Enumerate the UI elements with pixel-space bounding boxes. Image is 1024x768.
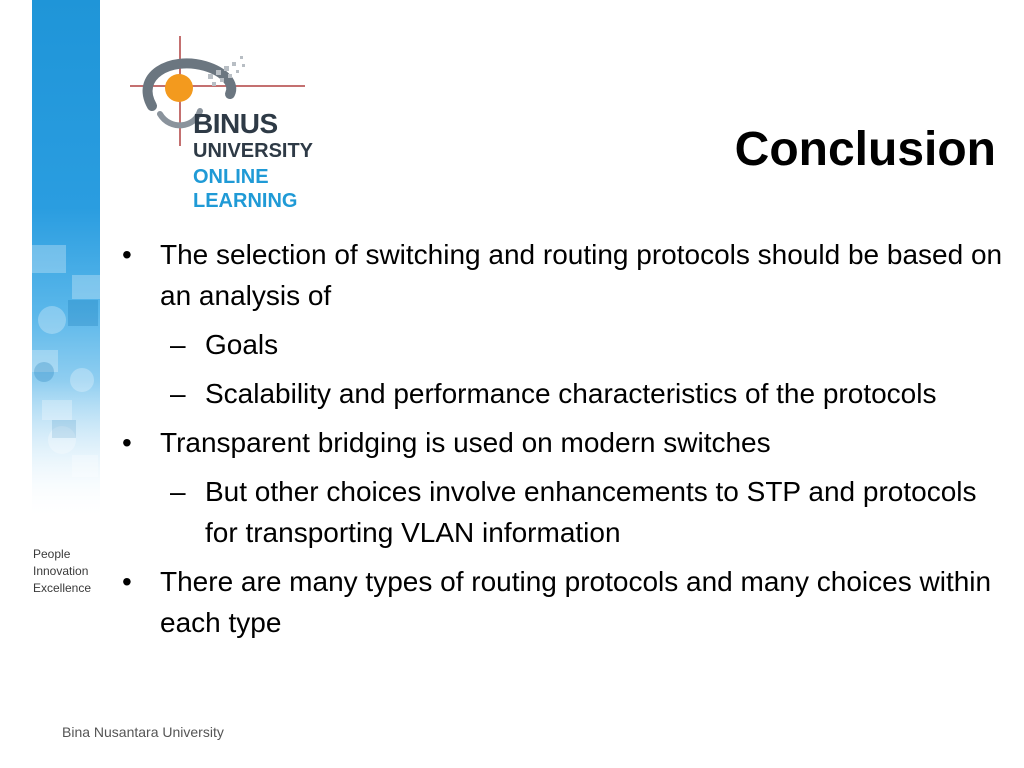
sub-bullet-marker: – [170, 476, 186, 507]
sidebar-fade [32, 380, 100, 520]
bullet-marker: • [122, 566, 132, 597]
sub-bullet-marker: – [170, 329, 186, 360]
logo-binus-text: BINUS [193, 108, 278, 139]
bullet-item: • The selection of switching and routing… [118, 234, 1008, 316]
sub-bullet-text: Scalability and performance characterist… [205, 378, 937, 409]
footer-text: Bina Nusantara University [62, 724, 224, 740]
logo-university-text: UNIVERSITY [193, 140, 314, 162]
decorative-sidebar [32, 0, 100, 520]
bullet-item: • There are many types of routing protoc… [118, 561, 1008, 643]
binus-logo-graphic [130, 36, 305, 146]
logo-learning-text: LEARNING [193, 190, 298, 212]
sub-bullet-text: But other choices involve enhancements t… [205, 476, 977, 548]
bullet-marker: • [122, 427, 132, 458]
bullet-marker: • [122, 239, 132, 270]
bullet-item: • Transparent bridging is used on modern… [118, 422, 1008, 463]
bullet-text: There are many types of routing protocol… [160, 566, 992, 638]
sub-bullet-text: Goals [205, 329, 279, 360]
sub-bullet-item: – But other choices involve enhancements… [118, 471, 1008, 553]
tagline-line: Innovation [33, 564, 89, 578]
tagline: People Innovation Excellence [33, 546, 91, 597]
tagline-line: Excellence [33, 581, 92, 595]
sub-bullet-item: – Goals [118, 324, 1008, 365]
slide-content: • The selection of switching and routing… [118, 234, 1008, 643]
bullet-text: The selection of switching and routing p… [160, 239, 1003, 311]
sub-bullet-item: – Scalability and performance characteri… [118, 373, 1008, 414]
bullet-text: Transparent bridging is used on modern s… [160, 427, 771, 458]
logo-online-text: ONLINE [193, 166, 269, 188]
tagline-line: People [33, 547, 71, 561]
slide-title: Conclusion [734, 123, 996, 176]
sub-bullet-marker: – [170, 378, 186, 409]
